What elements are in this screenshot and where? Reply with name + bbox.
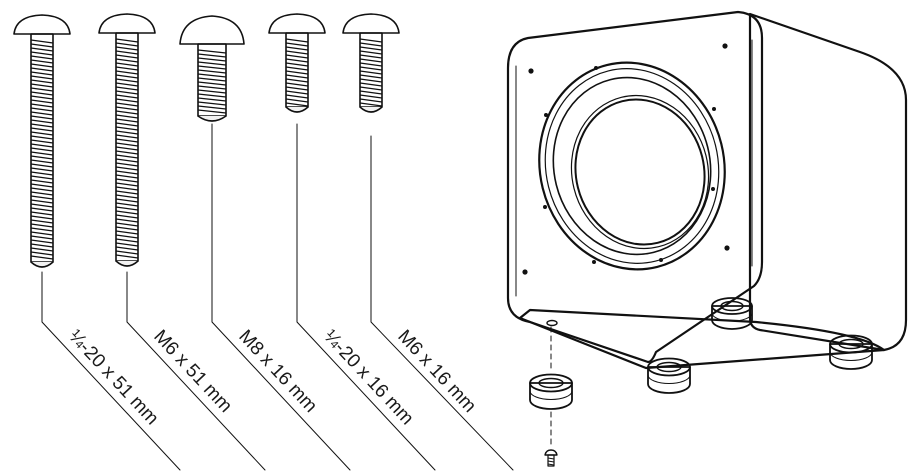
screw-m8x16 (179, 15, 245, 122)
driver-woofer (538, 61, 726, 271)
foot-front-right (829, 334, 873, 370)
leader-line-5 (370, 135, 514, 471)
foot-exploded (529, 373, 573, 410)
cabinet-front-panel (506, 10, 764, 364)
leader-lines (41, 123, 514, 471)
screw-m6x16 (342, 13, 400, 113)
subwoofer-cabinet (506, 10, 908, 370)
leader-line-1 (41, 271, 181, 471)
threaded-insert-hole (546, 319, 558, 327)
foot-mounting-screw (544, 449, 558, 467)
cabinet-side-panel (748, 12, 908, 352)
screw-quarter-20x16 (268, 13, 326, 113)
front-screw-tl (528, 68, 534, 74)
front-screw-tr (722, 43, 728, 49)
leader-line-4 (296, 123, 436, 471)
front-screw-bl (522, 269, 528, 275)
screw-quarter-20x51 (13, 14, 71, 268)
leader-line-2 (126, 271, 266, 471)
screw-label-3: M8 x 16 mm (234, 326, 321, 417)
screw-labels: ¼-20 x 51 mm M6 x 51 mm M8 x 16 mm ¼-20 … (64, 326, 480, 429)
screw-label-1: ¼-20 x 51 mm (64, 326, 162, 429)
foot-front-left (647, 357, 691, 394)
leader-line-3 (211, 123, 351, 471)
foot-rear-center (711, 297, 753, 330)
screw-label-2: M6 x 51 mm (149, 326, 236, 417)
cabinet-bottom-panel (518, 308, 886, 370)
front-screw-br (724, 245, 730, 251)
screw-m6x51 (98, 13, 156, 267)
